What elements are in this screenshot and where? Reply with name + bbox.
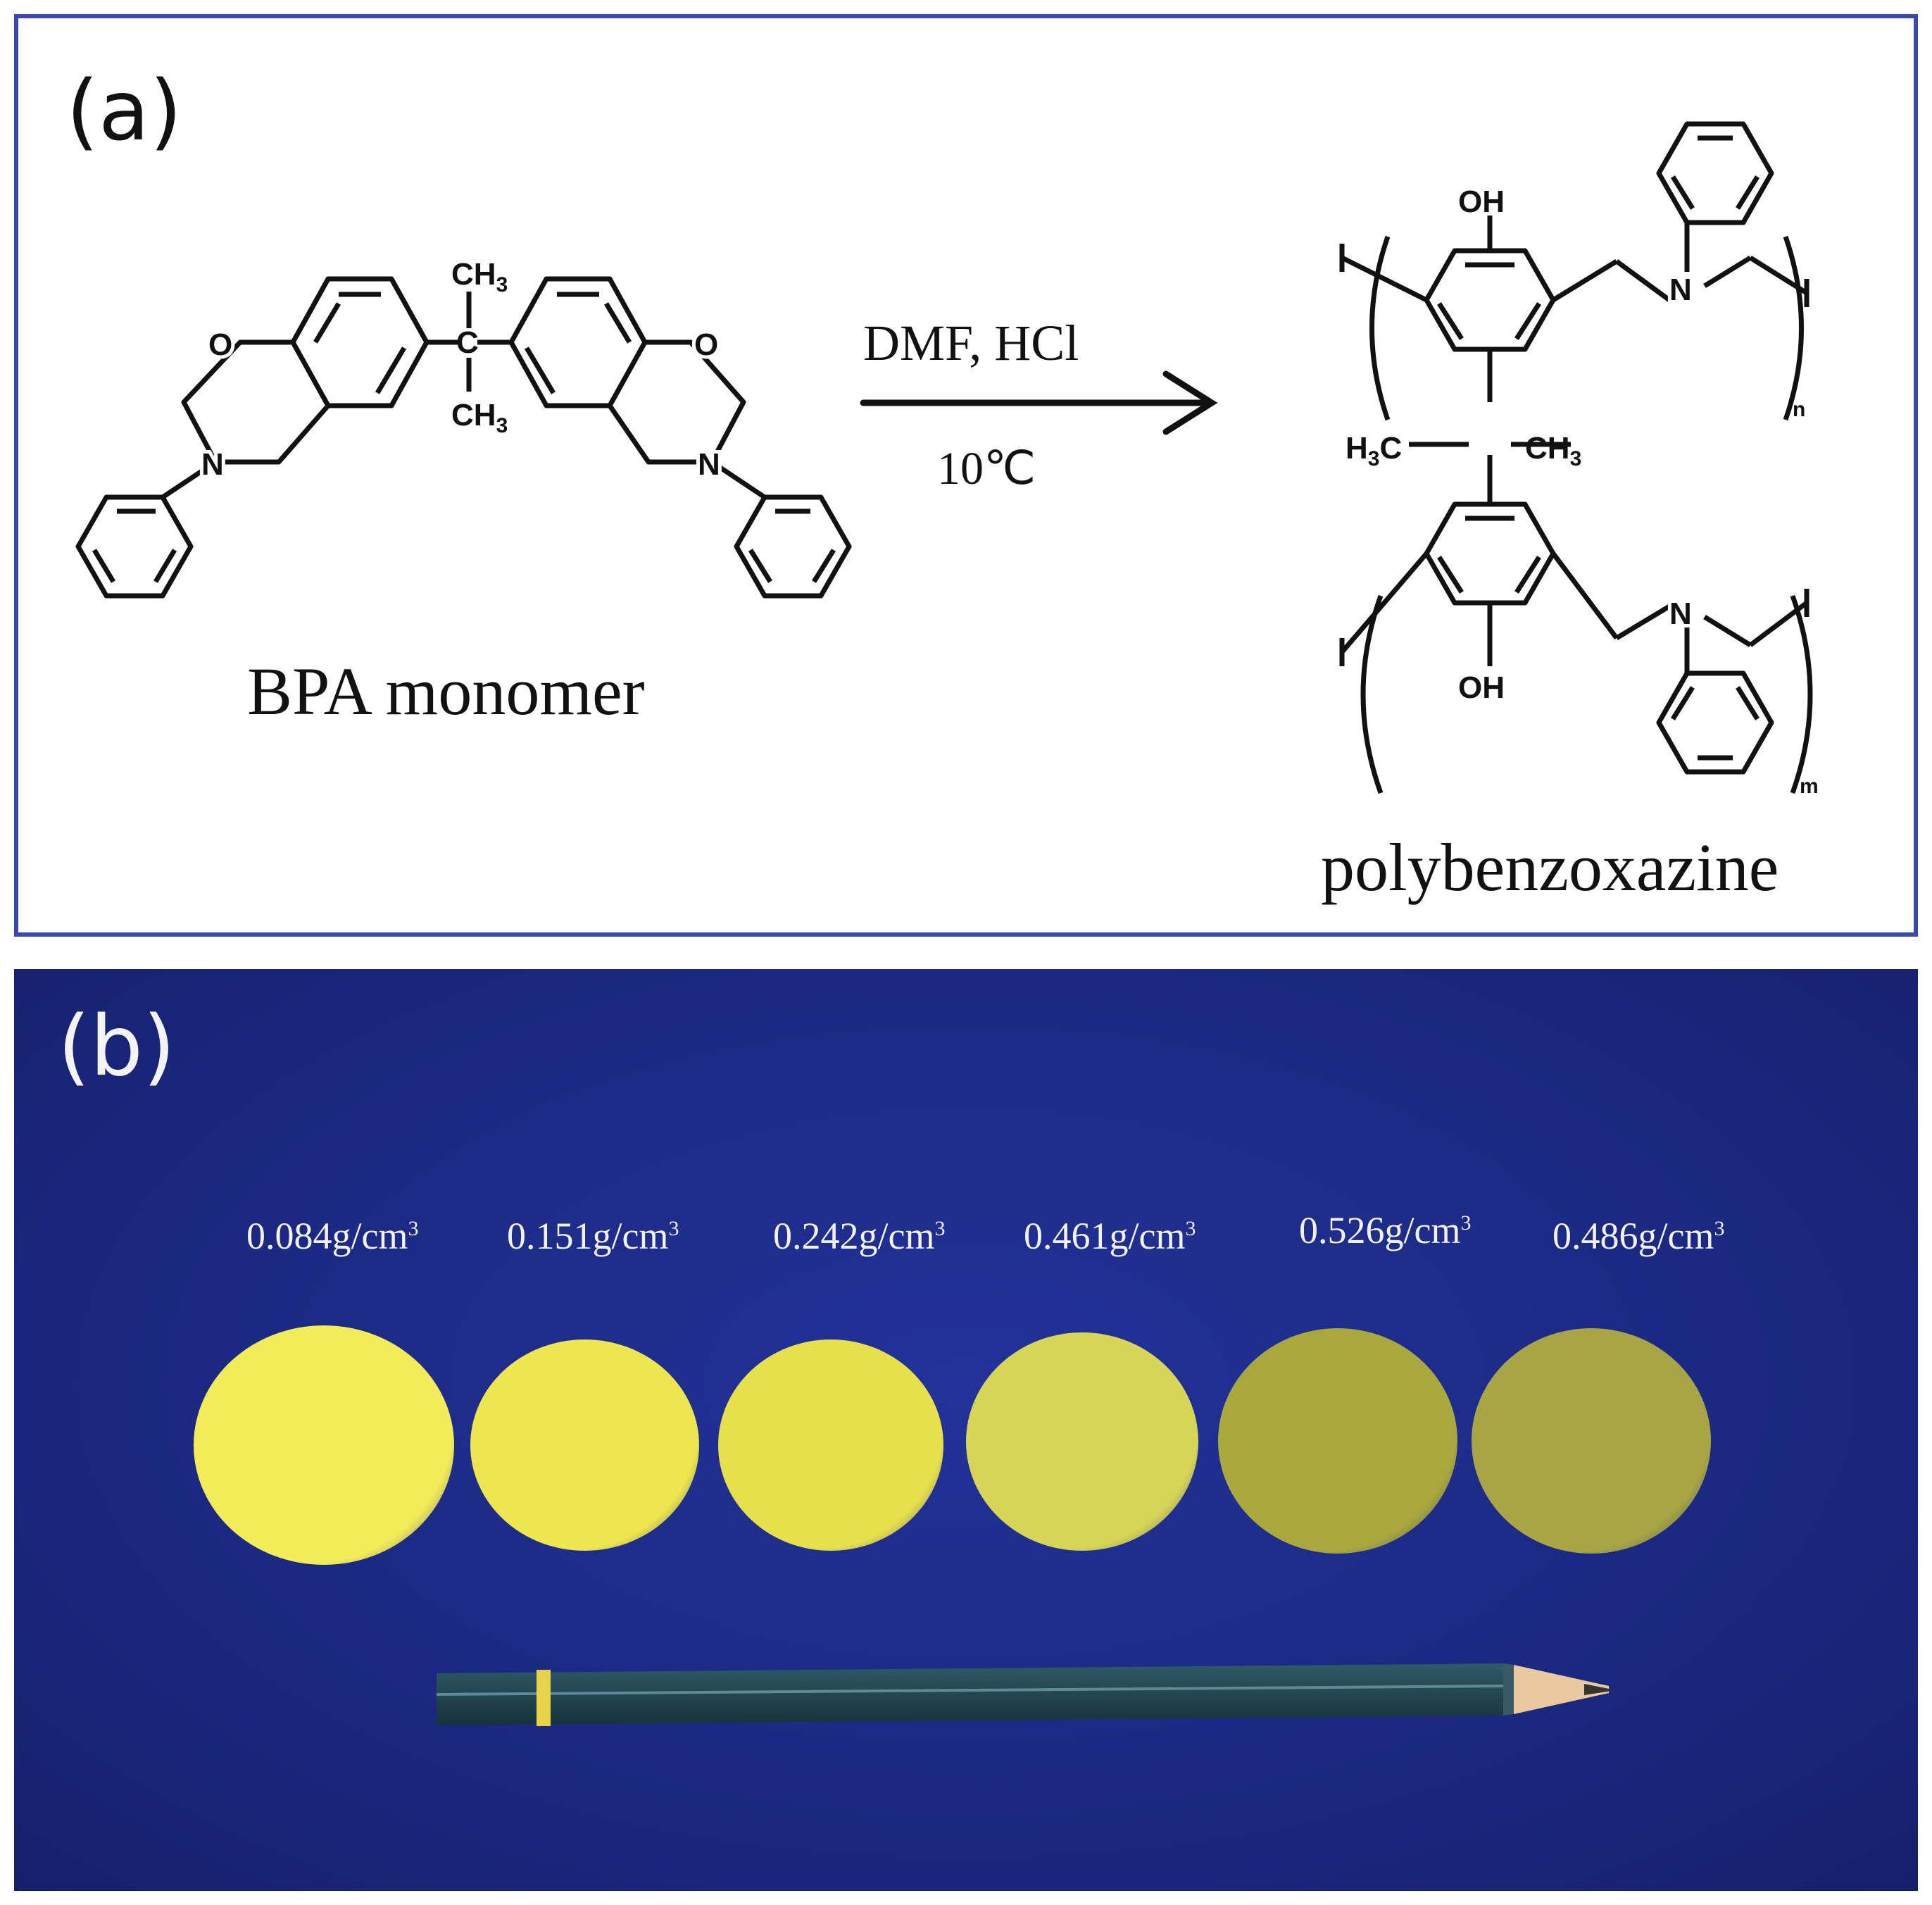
- atom-n-right: N: [698, 447, 720, 482]
- polymer-caption: polybenzoxazine: [1321, 830, 1779, 905]
- density-label-1: 0.084g/cm3: [246, 1215, 419, 1257]
- density-label-2: 0.151g/cm3: [507, 1215, 679, 1257]
- panel-b-photo: (b) 0.084g/cm3 0.151g/cm3 0.242g/cm3 0.4…: [14, 969, 1918, 1891]
- reaction-condition-reagents: DMF, HCl: [863, 315, 1079, 371]
- density-label-3: 0.242g/cm3: [773, 1215, 946, 1257]
- density-label-4: 0.461g/cm3: [1024, 1215, 1196, 1257]
- bpa-monomer-structure: [75, 276, 852, 599]
- aerogel-disc-3: [718, 1339, 943, 1551]
- reaction-condition-temperature: 10℃: [937, 443, 1036, 494]
- atom-ch3-bottom: CH3: [451, 398, 508, 437]
- polybenzoxazine-structure: [1339, 121, 1813, 794]
- monomer-caption: BPA monomer: [247, 654, 645, 729]
- pencil-icon: [436, 1663, 1616, 1726]
- atom-ch3-right: CH3: [1525, 431, 1581, 470]
- aerogel-disc-4: [966, 1332, 1198, 1551]
- atom-n-top: N: [1669, 273, 1692, 307]
- atom-oh-top: OH: [1458, 185, 1505, 219]
- aerogel-disc-6: [1472, 1328, 1711, 1554]
- subscript-n: n: [1793, 398, 1805, 421]
- atom-c-central: C: [456, 325, 479, 360]
- panel-a: (a): [14, 14, 1918, 937]
- panel-b-label: (b): [58, 997, 175, 1094]
- atom-n-bottom: N: [1669, 597, 1692, 631]
- atom-oh-bottom: OH: [1458, 670, 1505, 705]
- atom-o-right: O: [694, 327, 718, 362]
- subscript-m: m: [1800, 775, 1819, 798]
- aerogel-disc-1: [194, 1325, 454, 1565]
- aerogel-disc-5: [1218, 1328, 1457, 1554]
- atom-n-left: N: [201, 447, 224, 482]
- atom-h3c: H3C: [1346, 431, 1402, 470]
- reaction-scheme: O N C CH3 CH3 O N: [75, 121, 1819, 798]
- density-label-6: 0.486g/cm3: [1552, 1215, 1725, 1257]
- density-label-5: 0.526g/cm3: [1299, 1209, 1472, 1251]
- panel-a-label: (a): [66, 62, 182, 159]
- aerogel-disc-2: [470, 1339, 699, 1551]
- atom-o-left: O: [208, 327, 232, 362]
- reaction-arrow: [860, 370, 1218, 435]
- atom-ch3-top: CH3: [451, 257, 508, 296]
- bpa-monomer-atom-labels: O N C CH3 CH3 O N: [198, 257, 724, 485]
- polybenzoxazine-atom-labels: OH N n H3C CH3 N OH m: [1346, 185, 1819, 798]
